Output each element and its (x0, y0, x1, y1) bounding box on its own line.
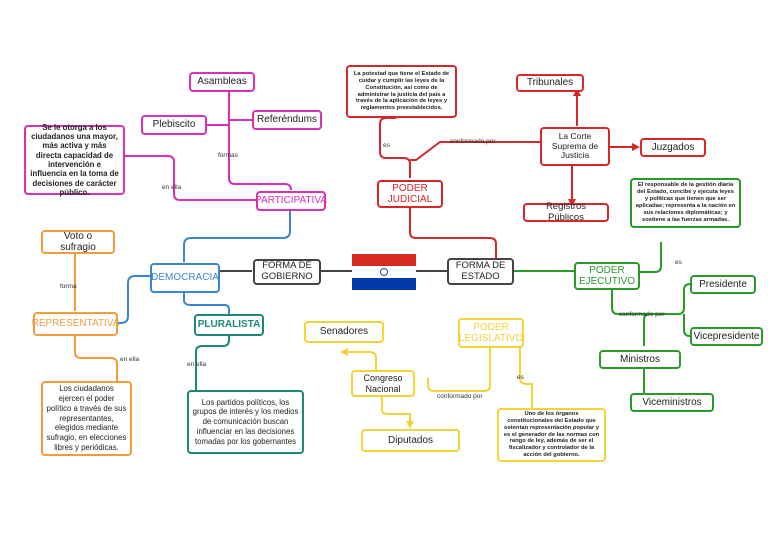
asambleas-node[interactable]: Asambleas (189, 72, 255, 92)
viceministros-node[interactable]: Viceministros (630, 393, 714, 412)
forma-label: forma (60, 283, 77, 290)
forma-estado-node[interactable]: FORMA DE ESTADO (447, 258, 514, 285)
poder-ejecutivo-node[interactable]: PODER EJECUTIVO (574, 262, 640, 290)
vicepresidente-node[interactable]: Vicepresidente (690, 327, 763, 346)
formas-label: formas (218, 152, 238, 159)
presidente-node[interactable]: Presidente (690, 275, 756, 294)
conformado-por-judicial-label: conformado por (450, 138, 496, 145)
es-judicial-label: es (383, 142, 390, 149)
es-legislativo-label: es (517, 374, 524, 381)
representativa-node[interactable]: REPRESENTATIVA (32, 312, 119, 336)
participativa-node[interactable]: PARTICIPATIVA (255, 191, 327, 211)
juzgados-node[interactable]: Juzgados (640, 138, 706, 157)
referendums-node[interactable]: Referéndums (252, 110, 322, 130)
plebiscito-node[interactable]: Plebiscito (141, 115, 207, 135)
conformado-por-ejecutivo-label: conformado por (619, 311, 665, 318)
democracia-node[interactable]: DEMOCRACIA (150, 263, 220, 293)
poder-legislativo-node[interactable]: PODER LEGISLATIVO (458, 318, 524, 348)
corte-suprema-node[interactable]: La Corte Suprema de Justicia (540, 127, 610, 166)
legislativo-description[interactable]: Uno de los órganos constitucionales del … (497, 408, 606, 462)
poder-judicial-node[interactable]: PODER JUDICIAL (377, 180, 443, 208)
es-ejecutivo-label: es (675, 259, 682, 266)
pluralista-description[interactable]: Los partidos políticos, los grupos de in… (187, 390, 304, 454)
en-ella-pluralista-label: en ella (187, 361, 207, 368)
en-ella-participativa-label: en ella (162, 184, 182, 191)
judicial-description[interactable]: La potestad que tiene el Estado de cuida… (346, 65, 457, 118)
pluralista-node[interactable]: PLURALISTA (194, 314, 264, 336)
congreso-nacional-node[interactable]: Congreso Nacional (351, 370, 415, 397)
ministros-node[interactable]: Ministros (599, 350, 681, 369)
participativa-description[interactable]: Se le otorga a los ciudadanos una mayor,… (24, 123, 125, 197)
representativa-description[interactable]: Los ciudadanos ejercen el poder político… (41, 381, 132, 456)
registros-publicos-node[interactable]: Registros Públicos (523, 201, 609, 222)
senadores-node[interactable]: Senadores (304, 321, 384, 343)
voto-sufragio-node[interactable]: Voto o sufragio (41, 230, 115, 254)
paraguay-flag-icon (352, 254, 416, 290)
tribunales-node[interactable]: Tribunales (516, 74, 584, 92)
ejecutivo-description[interactable]: El responsable de la gestión diaria del … (630, 178, 741, 228)
conformado-por-legislativo-label: conformado por (437, 393, 483, 400)
en-ella-representativa-label: en ella (120, 356, 140, 363)
diputados-node[interactable]: Diputados (361, 429, 460, 452)
forma-gobierno-node[interactable]: FORMA DE GOBIERNO (253, 259, 321, 285)
